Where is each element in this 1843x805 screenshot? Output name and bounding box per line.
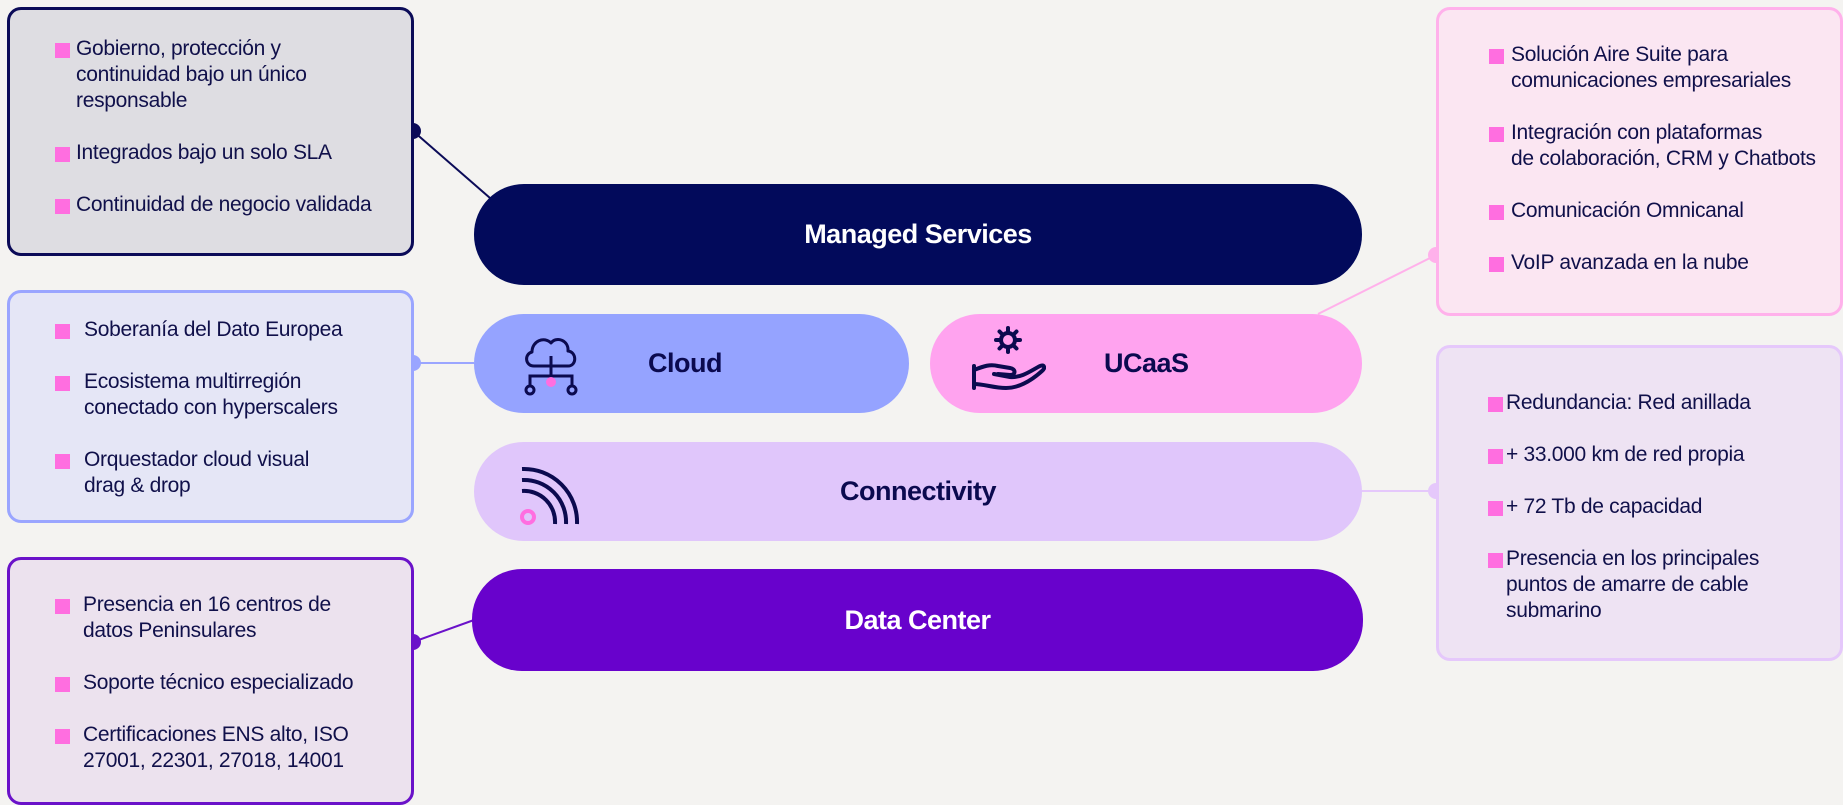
list-item: Presencia en los principales puntos de a…: [1459, 546, 1820, 624]
layer-label: UCaaS: [1104, 348, 1189, 378]
list-item: Orquestador cloud visual drag & drop: [30, 447, 391, 499]
layer-label: Data Center: [844, 604, 991, 635]
cloud-network-icon: [524, 338, 578, 396]
list-item: Soporte técnico especializado: [30, 670, 391, 696]
list-item: Solución Aire Suite para comunicaciones …: [1459, 42, 1820, 94]
list-item: Certificaciones ENS alto, ISO 27001, 223…: [30, 722, 391, 774]
panel-data-center: Presencia en 16 centros de datos Peninsu…: [7, 557, 414, 805]
square-bullet-icon: [1488, 553, 1503, 568]
list-item: Soberanía del Dato Europea: [30, 317, 391, 343]
list-item: Integrados bajo un solo SLA: [30, 140, 391, 166]
square-bullet-icon: [55, 376, 70, 391]
panel-connectivity: Redundancia: Red anillada + 33.000 km de…: [1436, 345, 1843, 661]
panel-ucaas: Solución Aire Suite para comunicaciones …: [1436, 7, 1843, 316]
list-item: Presencia en 16 centros de datos Peninsu…: [30, 592, 391, 644]
list-item: VoIP avanzada en la nube: [1459, 250, 1820, 276]
list-item: Integración con plataformas de colaborac…: [1459, 120, 1820, 172]
connector-managed: [412, 130, 491, 199]
square-bullet-icon: [55, 147, 70, 162]
list-item: Comunicación Omnicanal: [1459, 198, 1820, 224]
layer-label: Managed Services: [804, 219, 1032, 249]
layer-cloud: Cloud: [474, 314, 909, 413]
square-bullet-icon: [1488, 501, 1503, 516]
list-item: Redundancia: Red anillada: [1459, 390, 1820, 416]
panel-managed-services: Gobierno, protección y continuidad bajo …: [7, 7, 414, 256]
layer-label: Connectivity: [839, 476, 997, 506]
panel-list: Redundancia: Red anillada + 33.000 km de…: [1459, 390, 1820, 624]
panel-list: Solución Aire Suite para comunicaciones …: [1459, 42, 1820, 276]
signal-waves-icon: [520, 466, 580, 525]
square-bullet-icon: [55, 454, 70, 469]
square-bullet-icon: [55, 677, 70, 692]
square-bullet-icon: [55, 43, 70, 58]
list-item: + 33.000 km de red propia: [1459, 442, 1820, 468]
panel-list: Soberanía del Dato Europea Ecosistema mu…: [30, 317, 391, 499]
square-bullet-icon: [55, 199, 70, 214]
square-bullet-icon: [1489, 49, 1504, 64]
square-bullet-icon: [1489, 205, 1504, 220]
square-bullet-icon: [1489, 127, 1504, 142]
list-item: Gobierno, protección y continuidad bajo …: [30, 36, 391, 114]
square-bullet-icon: [1488, 397, 1503, 412]
panel-list: Presencia en 16 centros de datos Peninsu…: [30, 592, 391, 774]
square-bullet-icon: [1489, 257, 1504, 272]
layer-ucaas: UCaaS: [930, 314, 1362, 413]
connector-datacenter: [412, 619, 475, 643]
layer-connectivity: Connectivity: [474, 442, 1362, 541]
square-bullet-icon: [1488, 449, 1503, 464]
square-bullet-icon: [55, 599, 70, 614]
list-item: Continuidad de negocio validada: [30, 192, 391, 218]
layer-managed-services: Managed Services: [474, 184, 1362, 285]
gear-hand-icon: [972, 326, 1046, 390]
layer-data-center: Data Center: [472, 569, 1363, 671]
square-bullet-icon: [55, 324, 70, 339]
square-bullet-icon: [55, 729, 70, 744]
layer-label: Cloud: [648, 348, 722, 378]
list-item: + 72 Tb de capacidad: [1459, 494, 1820, 520]
panel-cloud: Soberanía del Dato Europea Ecosistema mu…: [7, 290, 414, 523]
panel-list: Gobierno, protección y continuidad bajo …: [30, 36, 391, 218]
list-item: Ecosistema multirregión conectado con hy…: [30, 369, 391, 421]
